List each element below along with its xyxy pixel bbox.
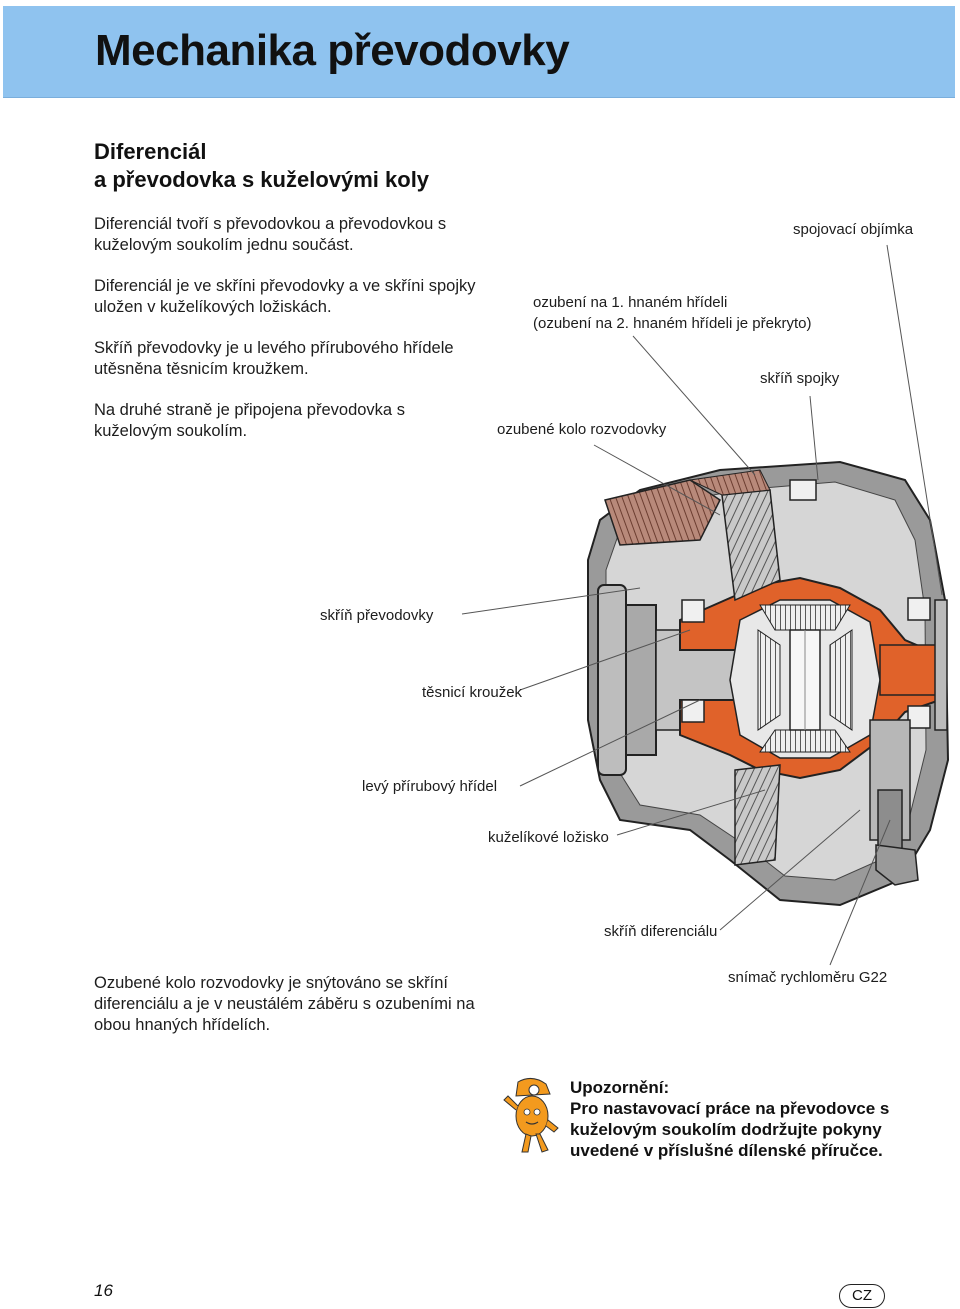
label-coupling-sleeve: spojovací objímka (793, 221, 914, 238)
note-block: Upozornění: Pro nastavovací práce na pře… (570, 1077, 940, 1161)
note-text: Pro nastavovací práce na převodovce s ku… (570, 1099, 890, 1160)
label-speedo-sensor: snímač rychloměru G22 (728, 969, 888, 986)
page-header: Mechanika převodovky (3, 6, 955, 98)
label-gearing-line2: (ozubení na 2. hnaném hřídeli je překryt… (533, 315, 812, 332)
label-seal-ring: těsnicí kroužek (422, 684, 523, 701)
paragraph-1: Diferenciál tvoří s převodovkou a převod… (94, 215, 447, 254)
label-clutch-housing: skříň spojky (760, 370, 840, 387)
bottom-paragraph: Ozubené kolo rozvodovky je snýtováno se … (94, 974, 475, 1034)
paragraph-4: Na druhé straně je připojena převodovka … (94, 401, 405, 440)
label-diff-housing: skříň diferenciálu (604, 923, 718, 940)
label-left-flange-shaft: levý přírubový hřídel (362, 778, 498, 795)
page-title: Mechanika převodovky (95, 26, 570, 75)
section-title: Diferenciál a převodovka s kuželovými ko… (94, 138, 514, 194)
page-number: 16 (94, 1281, 113, 1300)
label-gearing-line1: ozubení na 1. hnaném hřídeli (533, 294, 728, 311)
label-final-drive-gear: ozubené kolo rozvodovky (497, 421, 667, 438)
paragraph-3: Skříň převodovky je u levého přírubového… (94, 339, 454, 378)
note-heading: Upozornění: (570, 1078, 670, 1097)
section-title-line2: a převodovka s kuželovými koly (94, 167, 430, 192)
leader-lines (461, 244, 943, 966)
right-shaft-shape (681, 479, 948, 731)
speedo-sensor-shape (869, 719, 919, 886)
label-gearbox-housing: skříň převodovky (320, 607, 434, 624)
mascot-icon (503, 1078, 559, 1153)
language-badge: CZ (839, 1284, 885, 1308)
bevel-gears-shape (757, 604, 853, 753)
final-drive-gear-shape (604, 469, 781, 866)
paragraph-2: Diferenciál je ve skříni převodovky a ve… (94, 277, 476, 316)
section-title-line1: Diferenciál (94, 139, 207, 164)
label-tapered-bearing: kuželíkové ložisko (488, 829, 609, 846)
